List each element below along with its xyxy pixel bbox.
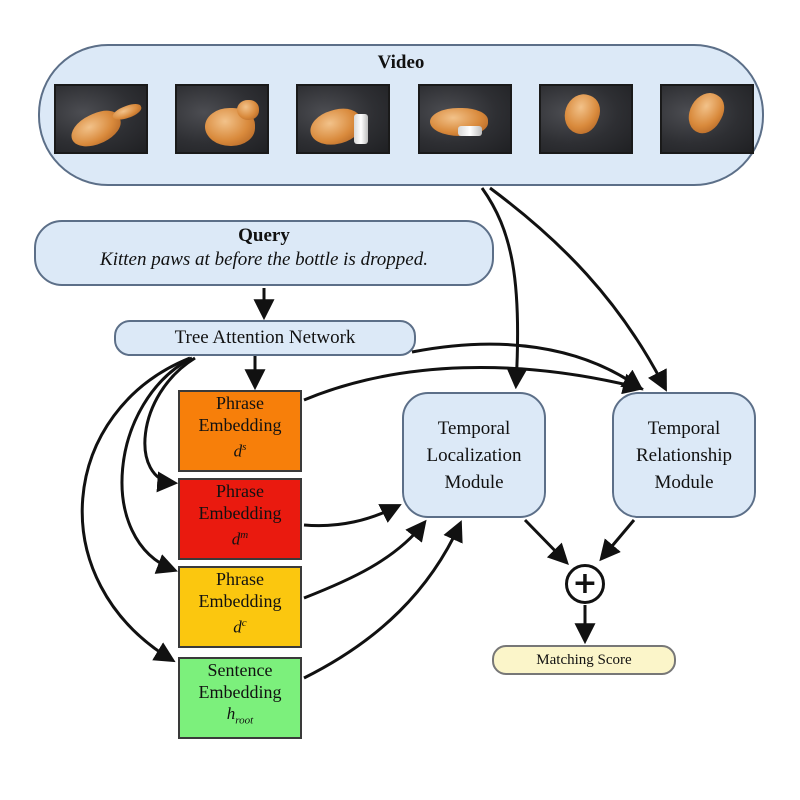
phrase-embedding-c: Phrase Embedding dc xyxy=(178,566,302,648)
video-frame-4 xyxy=(418,84,512,154)
sum-operator-icon: + xyxy=(565,564,605,604)
embedding-s-var: ds xyxy=(233,441,247,461)
sentence-embedding-line2: Embedding xyxy=(198,682,282,702)
tree-attention-network: Tree Attention Network xyxy=(114,320,416,356)
matching-score: Matching Score xyxy=(492,645,676,675)
arrow-tan-to-phrase-m xyxy=(143,356,196,493)
arrow-tan-to-relationship xyxy=(411,342,644,391)
video-frame-6 xyxy=(660,84,754,154)
relationship-line2: Relationship xyxy=(635,444,733,466)
arrow-video-to-localization xyxy=(480,187,528,390)
query-box: Query Kitten paws at before the bottle i… xyxy=(34,220,494,286)
localization-line3: Module xyxy=(444,471,504,493)
video-frame-2 xyxy=(175,84,269,154)
arrow-localization-to-sum xyxy=(523,518,569,566)
arrow-tan-to-sentence xyxy=(80,356,191,663)
arrow-phrase-s-to-relationship xyxy=(303,366,645,402)
embedding-m-line2: Embedding xyxy=(198,503,282,523)
embedding-s-line1: Phrase xyxy=(216,393,264,413)
embedding-m-line1: Phrase xyxy=(216,481,264,501)
sentence-embedding-var: hroot xyxy=(226,704,254,727)
arrow-relationship-to-sum xyxy=(599,519,636,562)
arrow-phrase-m-to-localization xyxy=(303,504,402,528)
arrow-tan-to-phrase-c xyxy=(120,356,193,574)
video-frame-5 xyxy=(539,84,633,154)
embedding-m-var: dm xyxy=(231,529,249,549)
query-title: Query xyxy=(238,225,290,246)
video-frame-3 xyxy=(296,84,390,154)
phrase-embedding-m: Phrase Embedding dm xyxy=(178,478,302,560)
temporal-localization-module: Temporal Localization Module xyxy=(402,392,546,518)
query-text: Kitten paws at before the bottle is drop… xyxy=(100,249,428,270)
temporal-relationship-module: Temporal Relationship Module xyxy=(612,392,756,518)
localization-line2: Localization xyxy=(426,444,522,466)
relationship-line3: Module xyxy=(654,471,714,493)
arrow-video-to-relationship xyxy=(489,186,667,392)
localization-line1: Temporal xyxy=(437,417,511,439)
relationship-line1: Temporal xyxy=(647,417,721,439)
video-container: Video xyxy=(38,44,764,186)
video-title: Video xyxy=(377,52,425,73)
arrow-phrase-c-to-localization xyxy=(303,519,427,600)
phrase-embedding-s: Phrase Embedding ds xyxy=(178,390,302,472)
video-frame-1 xyxy=(54,84,148,154)
embedding-c-var: dc xyxy=(233,617,247,637)
sentence-embedding-line1: Sentence xyxy=(207,660,273,680)
embedding-c-line2: Embedding xyxy=(198,591,282,611)
arrow-sentence-to-localization xyxy=(303,520,463,680)
sentence-embedding: Sentence Embedding hroot xyxy=(178,657,302,739)
embedding-c-line1: Phrase xyxy=(216,569,264,589)
embedding-s-line2: Embedding xyxy=(198,415,282,435)
